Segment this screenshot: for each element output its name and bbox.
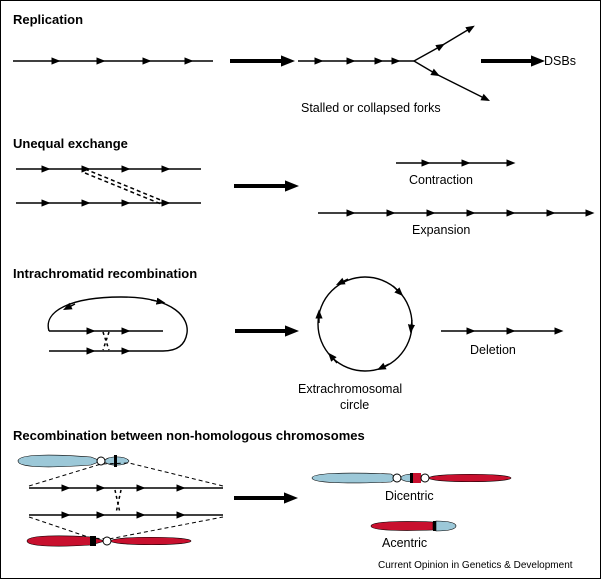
acentric-chromosome-red — [370, 521, 434, 531]
intrachromatid-title: Intrachromatid recombination — [13, 266, 198, 281]
fork-lower-arm — [413, 60, 491, 102]
extrachromosomal-label: Extrachromosomal — [298, 382, 403, 396]
intrachromatid-diagram — [47, 276, 564, 372]
crossover-dashed — [84, 168, 164, 202]
replication-title: Replication — [13, 12, 84, 27]
dashed-guide — [28, 516, 224, 540]
dicentric-chromosome-blue — [311, 472, 398, 484]
unequal-exchange-title: Unequal exchange — [13, 136, 128, 151]
replication-diagram — [13, 25, 545, 102]
red-chromosome-arm — [110, 536, 192, 546]
loop-arrowhead — [150, 297, 166, 305]
acentric-label: Acentric — [382, 536, 428, 550]
acentric-chromosome-blue — [435, 520, 457, 532]
stalled-forks-label: Stalled or collapsed forks — [301, 101, 441, 115]
centromere — [102, 536, 112, 546]
nonhomologous-title: Recombination between non-homologous chr… — [13, 428, 365, 443]
credit-text: Current Opinion in Genetics & Developmen… — [378, 560, 573, 571]
circle-label: circle — [340, 398, 370, 412]
blue-chromosome — [17, 454, 102, 468]
dsbs-label: DSBs — [544, 54, 576, 68]
unequal-exchange-diagram — [16, 159, 595, 217]
contraction-label: Contraction — [409, 173, 473, 187]
dashed-guide — [28, 462, 224, 487]
fork-upper-arm — [413, 25, 475, 62]
dicentric-chromosome-red — [428, 473, 512, 483]
expansion-label: Expansion — [412, 223, 471, 237]
dicentric-label: Dicentric — [385, 489, 434, 503]
crossover-dashed — [84, 172, 162, 205]
looped-chromatid — [47, 296, 188, 352]
breakpoint-marker — [114, 455, 117, 467]
nonhomologous-diagram — [17, 454, 512, 547]
loop-arrowhead — [62, 302, 76, 311]
deletion-label: Deletion — [470, 343, 516, 357]
